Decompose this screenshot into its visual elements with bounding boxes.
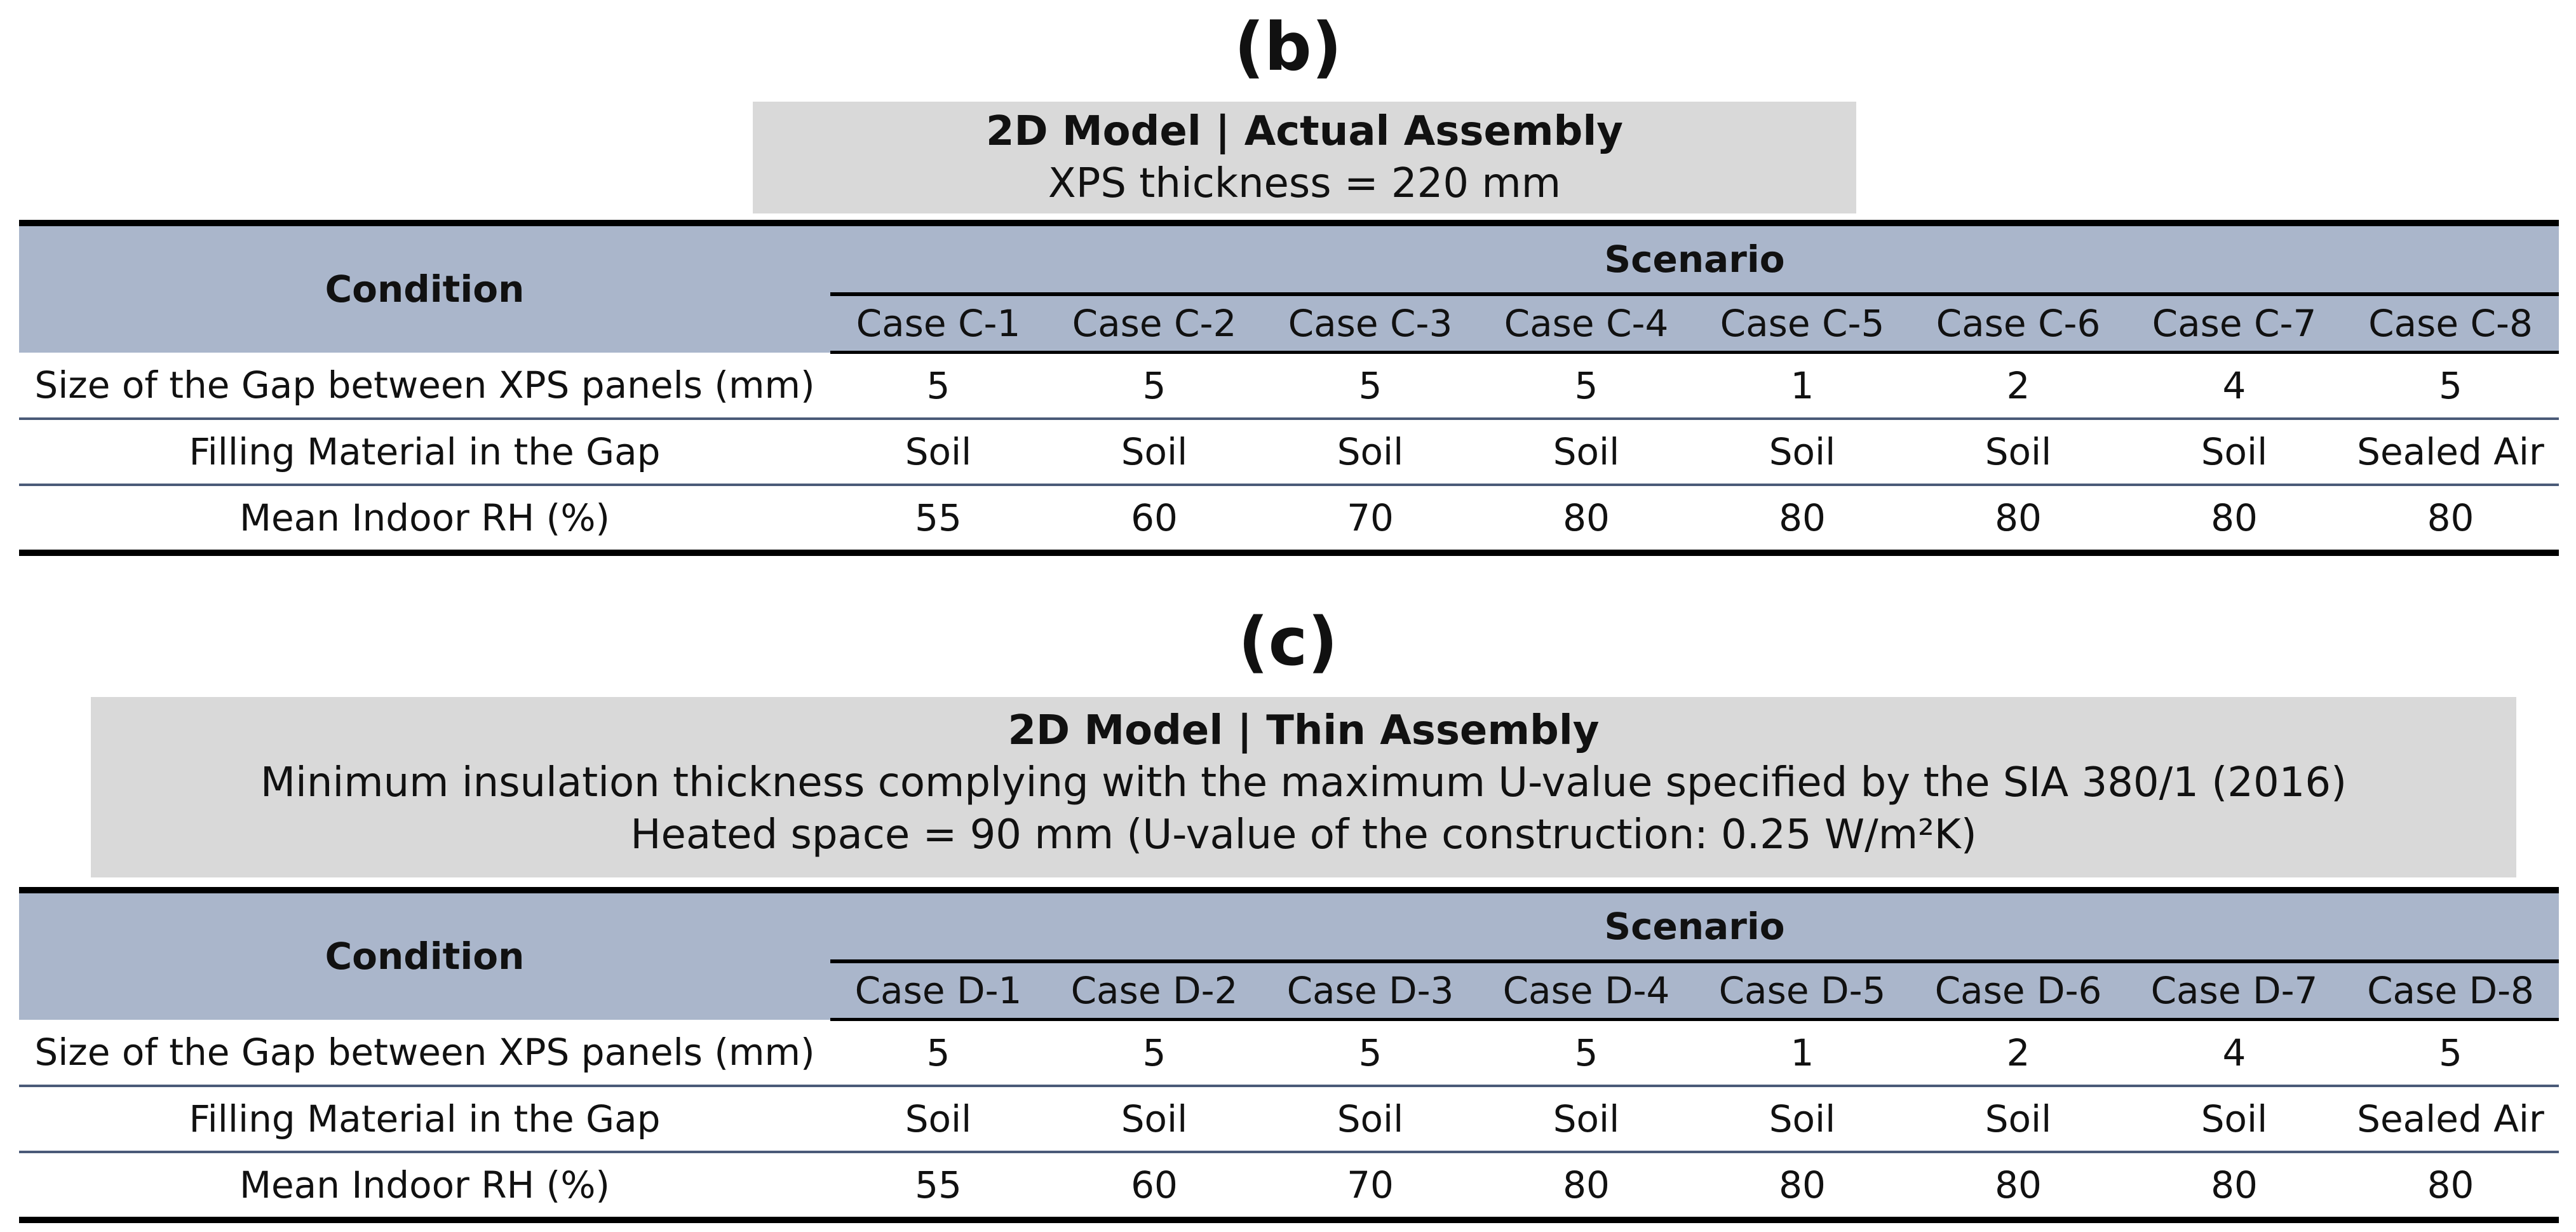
table-cell: Soil xyxy=(1262,1086,1478,1153)
row-label: Mean Indoor RH (%) xyxy=(19,485,830,556)
row-label: Filling Material in the Gap xyxy=(19,419,830,486)
condition-header: Condition xyxy=(19,220,830,353)
table-row: Filling Material in the Gap Soil Soil So… xyxy=(19,1086,2559,1153)
case-header: Case D-4 xyxy=(1478,961,1694,1021)
row-label: Mean Indoor RH (%) xyxy=(19,1152,830,1223)
case-header: Case C-3 xyxy=(1262,294,1478,354)
table-cell: Soil xyxy=(1910,419,2126,486)
case-header: Case D-1 xyxy=(830,961,1046,1021)
table-cell: 5 xyxy=(2342,1019,2559,1087)
table-cell: 5 xyxy=(1262,1019,1478,1087)
table-cell: 60 xyxy=(1046,485,1262,556)
row-label: Filling Material in the Gap xyxy=(19,1086,830,1153)
table-row: Filling Material in the Gap Soil Soil So… xyxy=(19,419,2559,486)
table-cell: Soil xyxy=(830,419,1046,486)
table-cell: 60 xyxy=(1046,1152,1262,1223)
table-cell: 80 xyxy=(2342,485,2559,556)
table-cell: 70 xyxy=(1262,485,1478,556)
banner-title: 2D Model | Actual Assembly xyxy=(986,108,1623,155)
banner-thin-assembly: 2D Model | Thin Assembly Minimum insulat… xyxy=(91,697,2516,877)
case-header: Case C-2 xyxy=(1046,294,1262,354)
scenario-header: Scenario xyxy=(830,220,2559,296)
table-row: Mean Indoor RH (%) 55 60 70 80 80 80 80 … xyxy=(19,1152,2559,1223)
case-header: Case C-1 xyxy=(830,294,1046,354)
scenario-table-thin-assembly: Condition Scenario Case D-1 Case D-2 Cas… xyxy=(19,887,2559,1223)
table-cell: 70 xyxy=(1262,1152,1478,1223)
banner-actual-assembly: 2D Model | Actual Assembly XPS thickness… xyxy=(753,102,1856,213)
table-cell: Soil xyxy=(1046,419,1262,486)
table-cell: 4 xyxy=(2126,352,2342,420)
table-cell: 55 xyxy=(830,485,1046,556)
table-cell: 5 xyxy=(2342,352,2559,420)
table-cell: 5 xyxy=(1478,352,1694,420)
banner-line: XPS thickness = 220 mm xyxy=(1048,160,1561,207)
table-cell: 5 xyxy=(1046,1019,1262,1087)
table-cell: 2 xyxy=(1910,1019,2126,1087)
table-cell: 80 xyxy=(2342,1152,2559,1223)
table-cell: Soil xyxy=(2126,1086,2342,1153)
table-cell: 4 xyxy=(2126,1019,2342,1087)
table-cell: Soil xyxy=(1694,419,1910,486)
table-cell: Sealed Air xyxy=(2342,419,2559,486)
banner-line: Heated space = 90 mm (U-value of the con… xyxy=(630,811,1977,858)
row-label: Size of the Gap between XPS panels (mm) xyxy=(19,1019,830,1087)
table-cell: 5 xyxy=(830,1019,1046,1087)
table-cell: 80 xyxy=(1910,485,2126,556)
case-header: Case C-4 xyxy=(1478,294,1694,354)
table-cell: 5 xyxy=(830,352,1046,420)
section-label-c: (c) xyxy=(1238,603,1338,680)
table-cell: Soil xyxy=(830,1086,1046,1153)
table-cell: Soil xyxy=(1478,419,1694,486)
case-header: Case C-6 xyxy=(1910,294,2126,354)
condition-header: Condition xyxy=(19,887,830,1020)
case-header: Case D-3 xyxy=(1262,961,1478,1021)
table-cell: 1 xyxy=(1694,1019,1910,1087)
table-cell: 1 xyxy=(1694,352,1910,420)
table-cell: 80 xyxy=(2126,485,2342,556)
table-cell: 5 xyxy=(1478,1019,1694,1087)
table-row: Size of the Gap between XPS panels (mm) … xyxy=(19,1019,2559,1087)
table-row: Mean Indoor RH (%) 55 60 70 80 80 80 80 … xyxy=(19,485,2559,556)
table-cell: 80 xyxy=(1478,485,1694,556)
section-label-b: (b) xyxy=(1234,8,1342,86)
table-cell: 5 xyxy=(1046,352,1262,420)
table-cell: Soil xyxy=(1262,419,1478,486)
scenario-header: Scenario xyxy=(830,887,2559,963)
row-label: Size of the Gap between XPS panels (mm) xyxy=(19,352,830,420)
table-cell: Soil xyxy=(1694,1086,1910,1153)
scenario-table-actual-assembly: Condition Scenario Case C-1 Case C-2 Cas… xyxy=(19,220,2559,556)
table-cell: 80 xyxy=(2126,1152,2342,1223)
case-header: Case C-8 xyxy=(2342,294,2559,354)
table-cell: Soil xyxy=(1046,1086,1262,1153)
case-header: Case C-5 xyxy=(1694,294,1910,354)
case-header: Case D-5 xyxy=(1694,961,1910,1021)
table-cell: 80 xyxy=(1694,1152,1910,1223)
case-header: Case D-7 xyxy=(2126,961,2342,1021)
table-row: Size of the Gap between XPS panels (mm) … xyxy=(19,352,2559,420)
table-cell: 5 xyxy=(1262,352,1478,420)
banner-line: Minimum insulation thickness complying w… xyxy=(260,759,2347,806)
case-header: Case D-2 xyxy=(1046,961,1262,1021)
table-cell: Soil xyxy=(2126,419,2342,486)
table-cell: 55 xyxy=(830,1152,1046,1223)
table-cell: Sealed Air xyxy=(2342,1086,2559,1153)
table-cell: Soil xyxy=(1910,1086,2126,1153)
case-header: Case D-8 xyxy=(2342,961,2559,1021)
banner-title: 2D Model | Thin Assembly xyxy=(1008,707,1600,754)
table-cell: 80 xyxy=(1478,1152,1694,1223)
case-header: Case D-6 xyxy=(1910,961,2126,1021)
case-header: Case C-7 xyxy=(2126,294,2342,354)
table-cell: 2 xyxy=(1910,352,2126,420)
table-cell: 80 xyxy=(1694,485,1910,556)
table-cell: 80 xyxy=(1910,1152,2126,1223)
table-cell: Soil xyxy=(1478,1086,1694,1153)
